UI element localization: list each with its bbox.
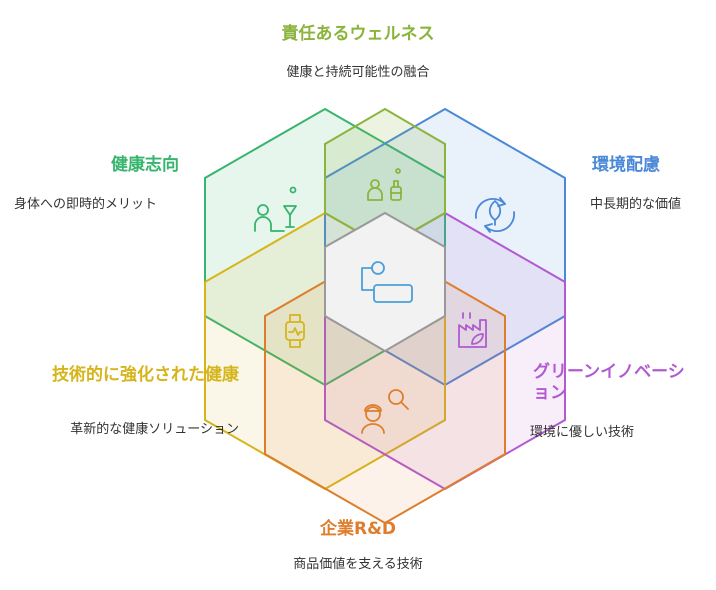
desc-responsible-wellness: 健康と持続可能性の融合 (286, 65, 430, 80)
desc-environmental: 中長期的な価値 (590, 197, 682, 212)
desc-corporate-rd: 商品価値を支える技術 (293, 557, 423, 572)
title-corporate-rd: 企業R&D (319, 519, 397, 539)
hexagon-center (324, 211, 446, 353)
desc-health-oriented: 身体への即時的メリット (14, 197, 158, 212)
desc-tech-enhanced-health: 革新的な健康ソリューション (70, 422, 239, 437)
person-bottle-icon (367, 168, 402, 201)
person-cocktail-icon (254, 186, 297, 232)
smartwatch-icon (285, 314, 305, 348)
researcher-magnifier-icon (361, 389, 409, 434)
title-health-oriented: 健康志向 (111, 155, 179, 175)
eco-factory-icon (458, 312, 487, 348)
title-environmental: 環境配慮 (592, 155, 660, 175)
title-responsible-wellness: 責任あるウェルネス (281, 24, 435, 44)
title-tech-enhanced-health: 技術的に強化された健康 (52, 365, 239, 385)
connected-device-icon (361, 261, 413, 303)
title-green-innovation: グリーンイノベーション (533, 362, 685, 403)
desc-green-innovation: 環境に優しい技術 (530, 425, 635, 440)
leaf-cycle-icon (475, 197, 515, 233)
